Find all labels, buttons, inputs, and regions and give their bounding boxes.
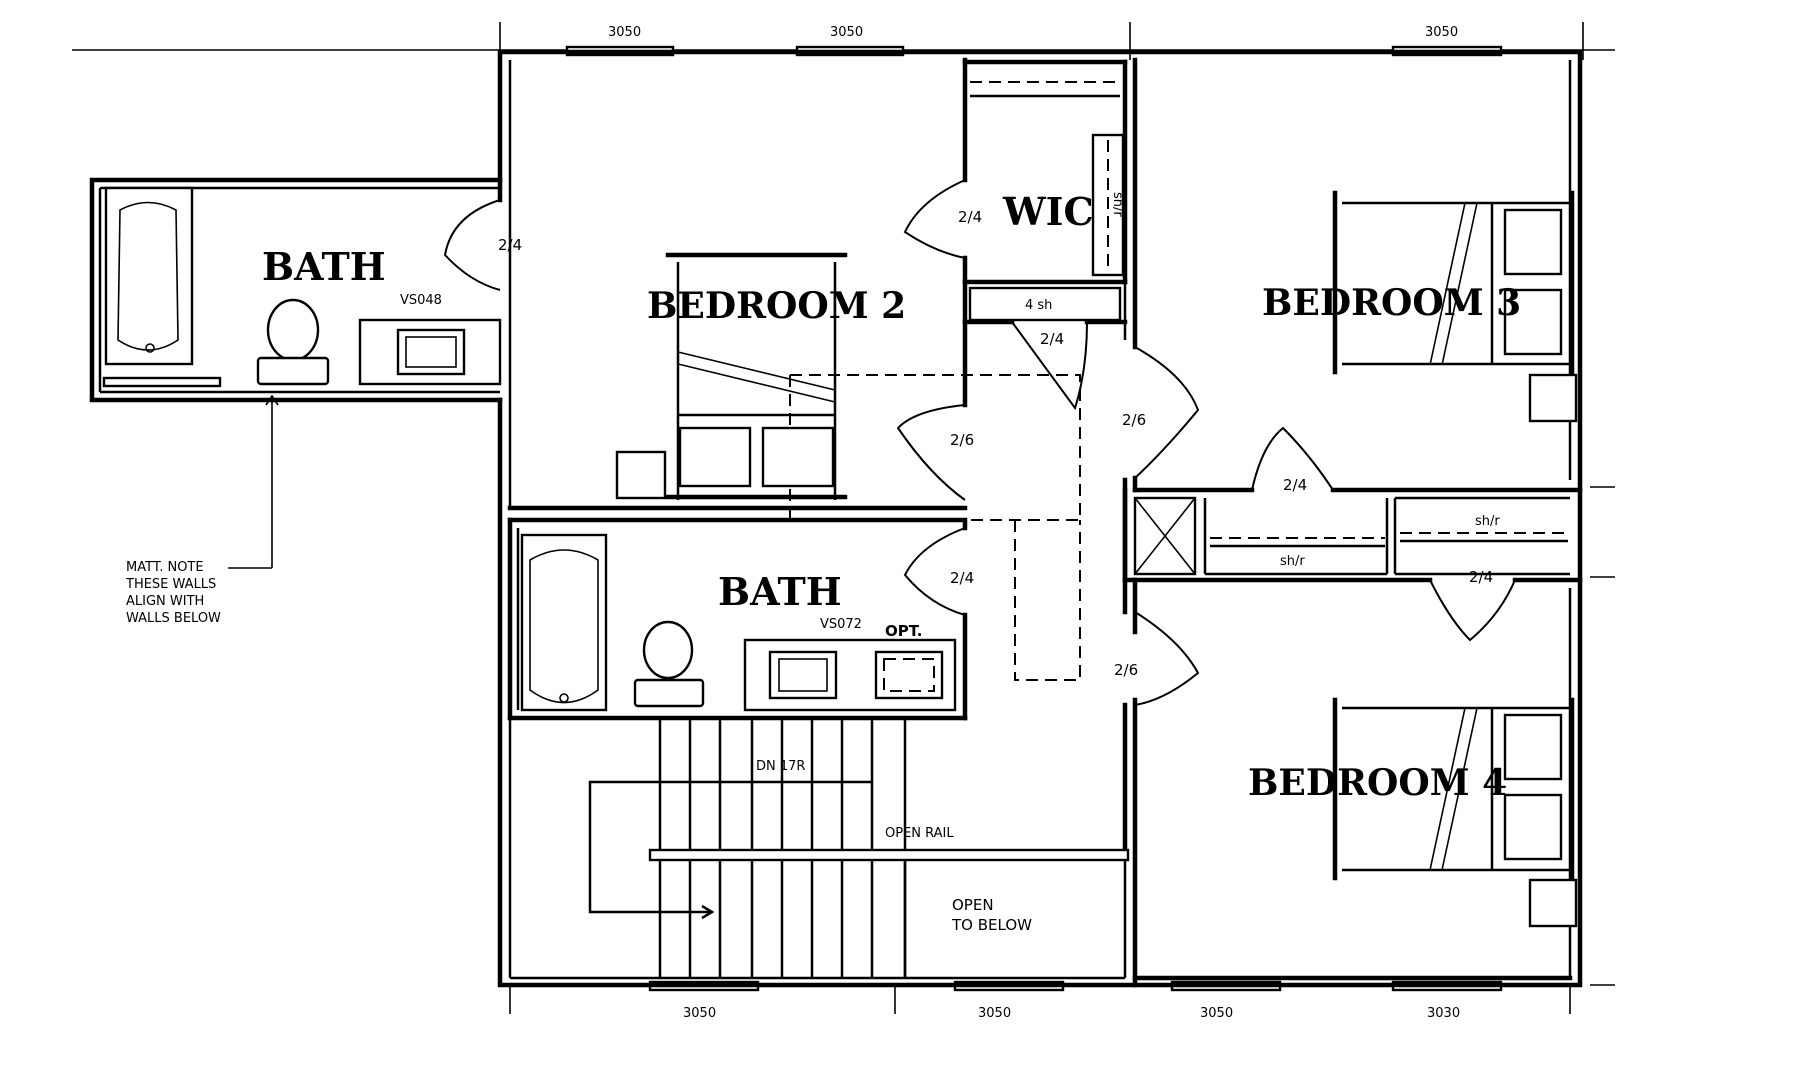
door-label-bedroom3: 2/6 <box>1122 411 1146 429</box>
room-label-bath-left: BATH <box>262 244 386 289</box>
door-bedroom3 <box>1134 346 1200 479</box>
toilet-bowl-left <box>266 298 320 362</box>
door-label-bath-left: 2/4 <box>498 236 522 254</box>
vanity-label-left: VS048 <box>400 293 442 308</box>
window-label-bottom-3: 3050 <box>1200 1006 1233 1021</box>
shelf-label-closet3: sh/r <box>1280 554 1305 569</box>
room-label-wic: WIC <box>1002 189 1094 234</box>
bath-left-fixtures: VS048 <box>102 186 502 569</box>
shelving: sh/r 4 sh sh/r sh/r <box>968 81 1568 569</box>
pillow-bed4-bottom <box>1503 793 1563 861</box>
pillow-bed3-bottom <box>1503 288 1563 356</box>
door-label-bath-center: 2/4 <box>950 569 974 587</box>
door-label-bedroom2: 2/6 <box>950 431 974 449</box>
door-bath-center <box>903 527 966 616</box>
wall-note-line-1: MATT. NOTE <box>126 560 204 575</box>
vanity-label-center: VS072 <box>820 617 862 632</box>
wall-note-line-4: WALLS BELOW <box>126 611 221 626</box>
window-label-top-3: 3050 <box>1425 25 1458 40</box>
window-label-bottom-4: 3030 <box>1427 1006 1460 1021</box>
open-rail <box>648 848 1130 862</box>
vanity-label-opt: OPT. <box>885 622 922 640</box>
window-label-top-2: 3050 <box>830 25 863 40</box>
shelf-label-linen: 4 sh <box>1025 298 1052 313</box>
bedroom2-furniture <box>615 252 848 500</box>
shelf-label-wic: sh/r <box>1110 192 1125 217</box>
tub-step-left <box>102 376 222 388</box>
tub-center <box>520 533 608 712</box>
open-below-label-1: OPEN <box>952 896 994 914</box>
bedroom3-furniture <box>1332 190 1578 423</box>
door-closet4 <box>1429 579 1516 642</box>
door-bath-left <box>443 199 501 291</box>
toilet-tank-left <box>256 356 330 386</box>
door-label-linen: 2/4 <box>1040 330 1064 348</box>
walls <box>89 49 1583 988</box>
toilet-tank-center <box>633 678 705 708</box>
door-bedroom4 <box>1134 611 1200 706</box>
bath-center-fixtures: VS072 OPT. <box>520 533 957 712</box>
windows: 3050 3050 3050 3050 3050 3050 3030 <box>565 25 1503 1021</box>
pillow-bed4-top <box>1503 713 1563 781</box>
door-closet3 <box>1251 426 1334 491</box>
linen-shelves <box>968 286 1122 322</box>
door-label-wic: 2/4 <box>958 208 982 226</box>
open-below-label-2: TO BELOW <box>951 916 1032 934</box>
shelf-label-closet4: sh/r <box>1475 514 1500 529</box>
window-label-top-1: 3050 <box>608 25 641 40</box>
toilet-bowl-center <box>642 620 694 680</box>
door-label-bedroom4: 2/6 <box>1114 661 1138 679</box>
pillow-bed3-top <box>1503 208 1563 276</box>
window-label-bottom-2: 3050 <box>978 1006 1011 1021</box>
door-linen <box>1011 321 1088 411</box>
room-label-bedroom3: BEDROOM 3 <box>1262 282 1521 324</box>
stairs: DN 17R OPEN RAIL OPEN TO BELOW <box>588 720 1130 978</box>
door-label-closet3: 2/4 <box>1283 476 1307 494</box>
wall-note: MATT. NOTE THESE WALLS ALIGN WITH WALLS … <box>125 560 221 626</box>
door-bedroom2 <box>896 404 966 501</box>
pillow-bed2-left <box>678 426 752 488</box>
room-label-bedroom4: BEDROOM 4 <box>1248 762 1507 804</box>
pillow-bed2-right <box>761 426 835 488</box>
rail-label: OPEN RAIL <box>885 826 954 841</box>
room-label-bath-center: BATH <box>718 569 842 614</box>
room-labels: BATH BEDROOM 2 WIC BEDROOM 3 BATH BEDROO… <box>262 189 1521 804</box>
door-wic <box>903 179 966 259</box>
wall-note-line-3: ALIGN WITH <box>126 594 204 609</box>
nightstand-bed2 <box>615 450 667 500</box>
door-label-closet4: 2/4 <box>1469 568 1493 586</box>
bedroom4-furniture <box>1332 697 1578 928</box>
nightstand-bed4 <box>1528 878 1578 928</box>
room-label-bedroom2: BEDROOM 2 <box>647 285 906 327</box>
window-label-bottom-1: 3050 <box>683 1006 716 1021</box>
wall-note-line-2: THESE WALLS <box>125 577 216 592</box>
overhead-dashed <box>789 374 1081 681</box>
doors: 2/4 2/4 2/4 2/6 2/6 2/4 2/6 2/4 2/4 <box>443 179 1516 706</box>
nightstand-bed3 <box>1528 373 1578 423</box>
stairs-label: DN 17R <box>756 759 805 774</box>
